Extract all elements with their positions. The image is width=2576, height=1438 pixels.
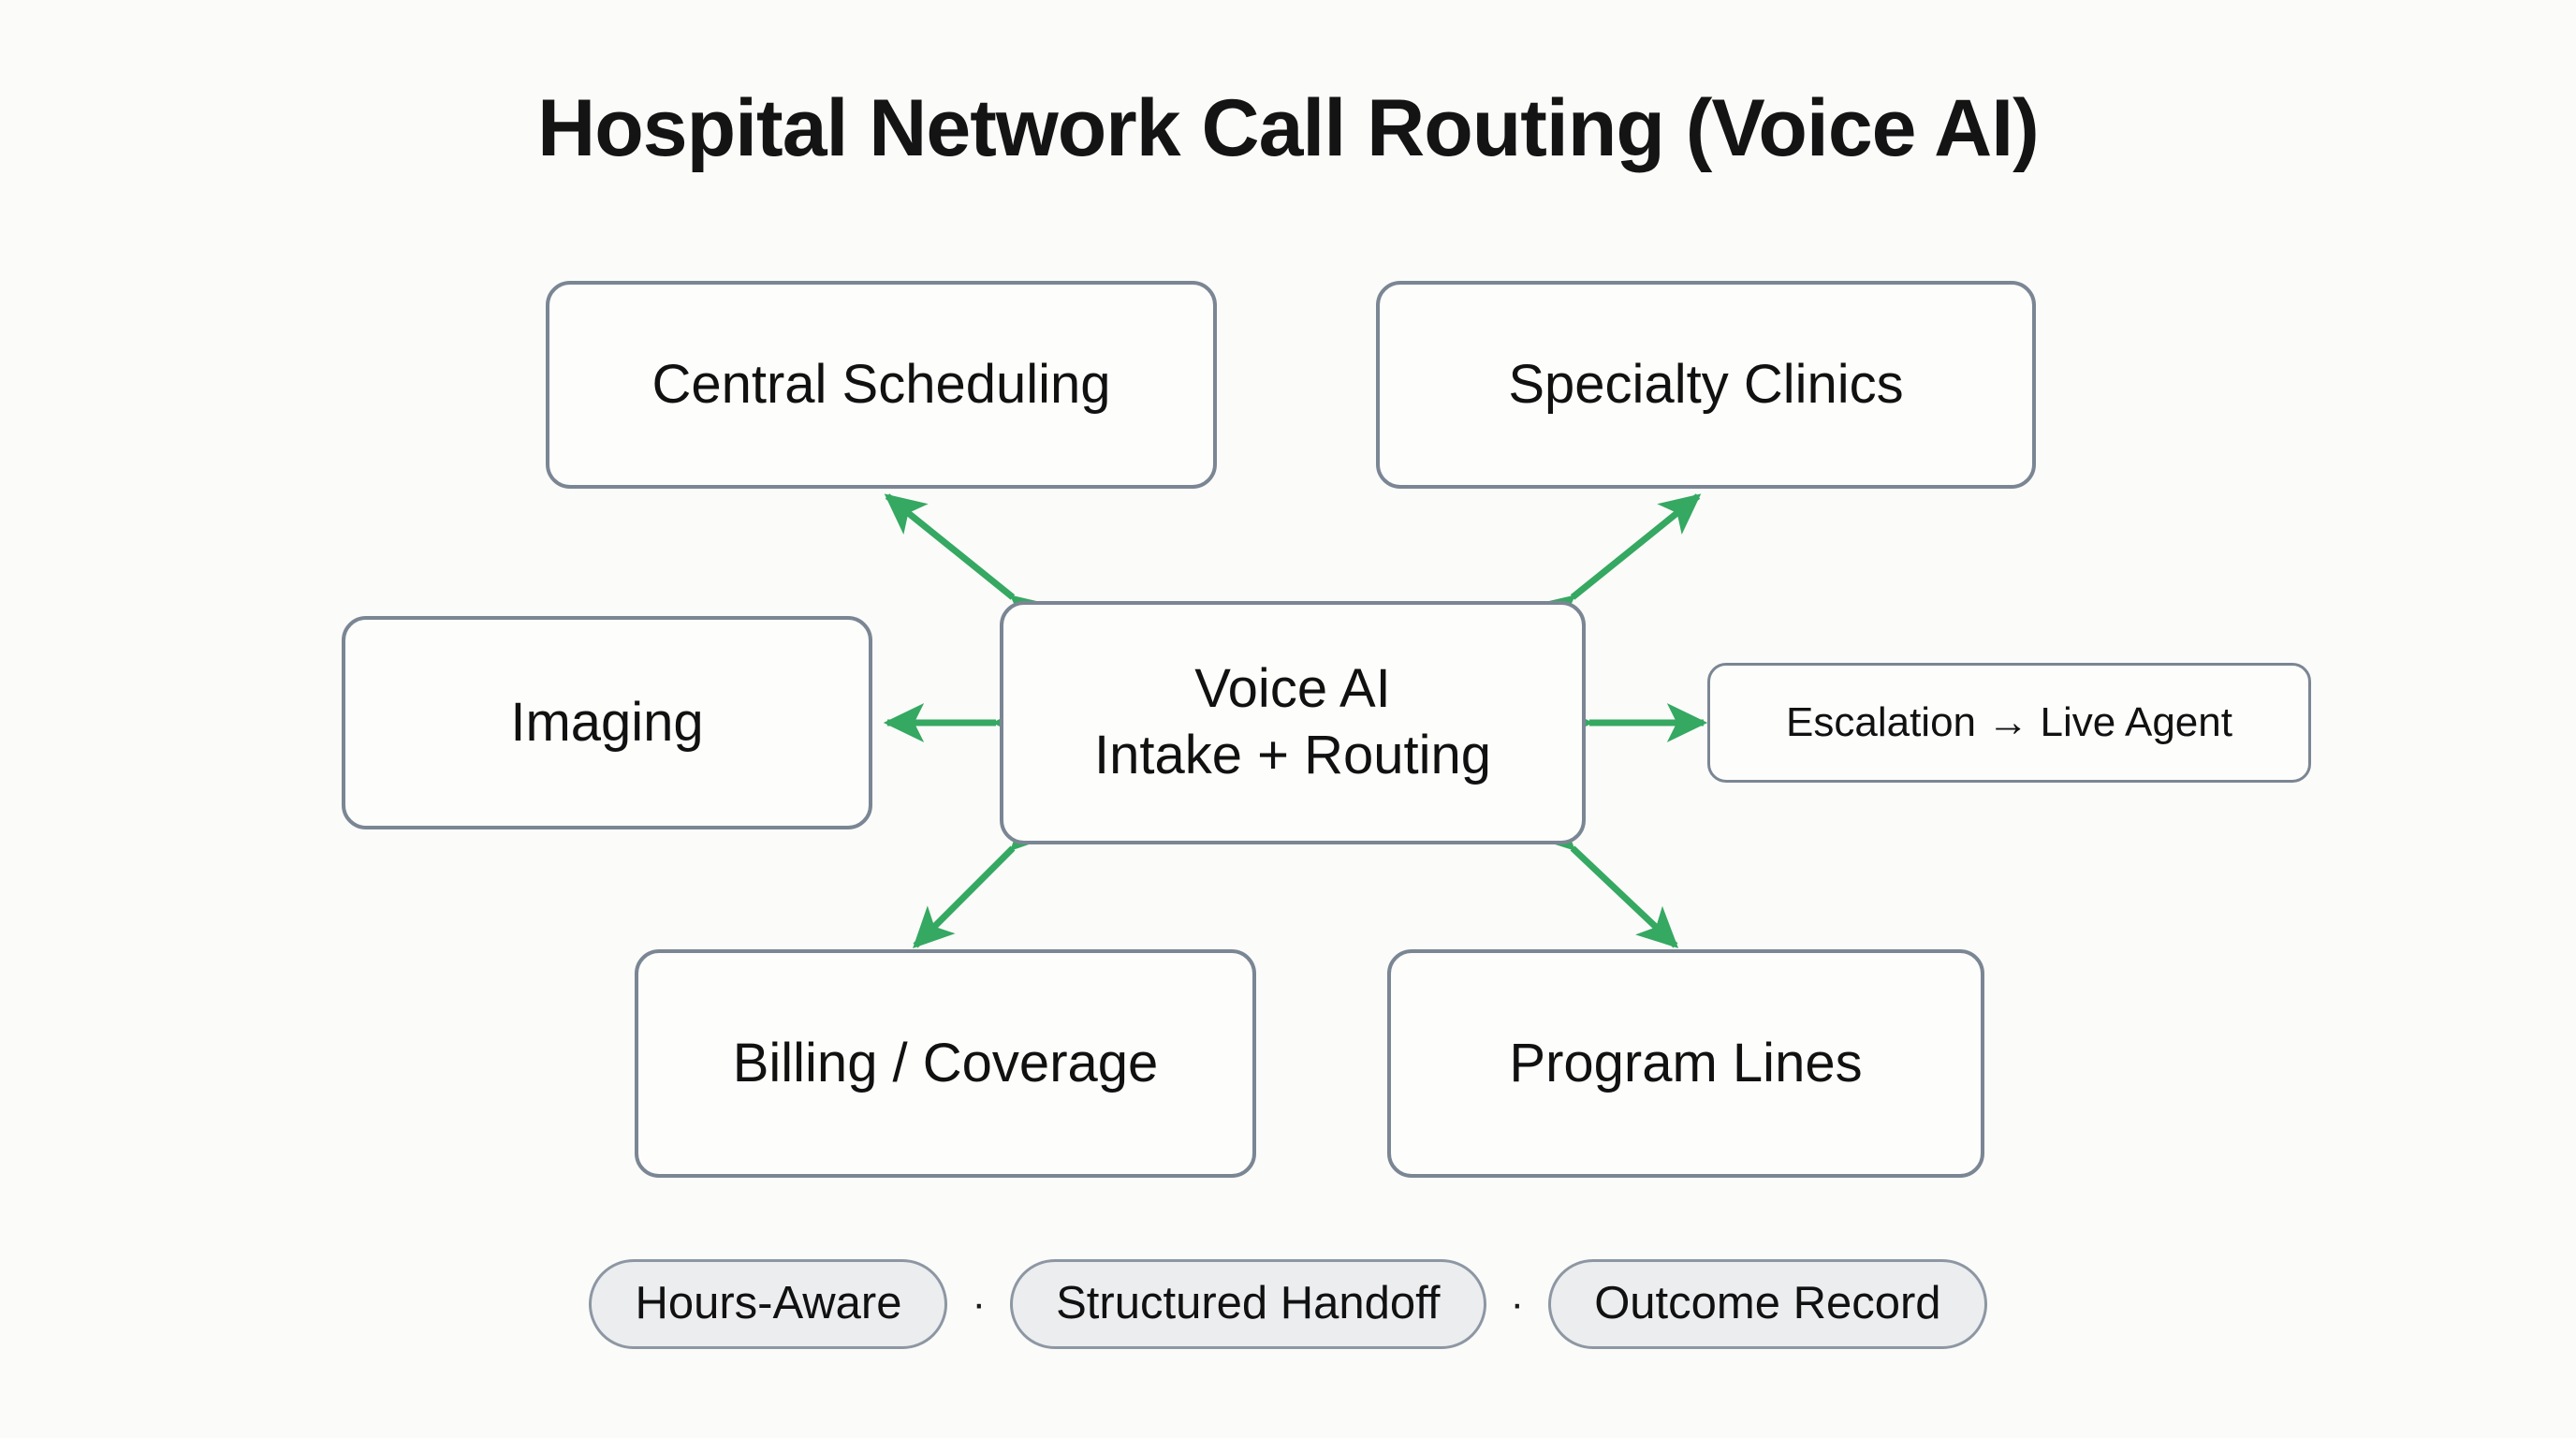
node-voice-ai-center[interactable]: Voice AI Intake + Routing bbox=[1000, 601, 1586, 844]
page-title: Hospital Network Call Routing (Voice AI) bbox=[537, 83, 2040, 173]
pill-outcome-record[interactable]: Outcome Record bbox=[1548, 1259, 1987, 1349]
edge-voice-ai-billing-coverage bbox=[913, 808, 1053, 948]
pill-outcome-record-label: Outcome Record bbox=[1594, 1278, 1941, 1328]
pill-hours-aware-label: Hours-Aware bbox=[635, 1278, 902, 1328]
edge-voice-ai-program-lines bbox=[1532, 808, 1679, 948]
pill-separator-2: · bbox=[1510, 1280, 1525, 1327]
pill-separator-1: · bbox=[972, 1280, 987, 1327]
node-escalation-live-agent[interactable]: Escalation → Live Agent bbox=[1707, 663, 2311, 783]
pill-structured-handoff-label: Structured Handoff bbox=[1056, 1278, 1441, 1328]
node-central-scheduling-label: Central Scheduling bbox=[651, 353, 1111, 415]
node-billing-coverage-label: Billing / Coverage bbox=[732, 1032, 1159, 1093]
node-specialty-clinics-label: Specialty Clinics bbox=[1508, 353, 1904, 415]
node-billing-coverage[interactable]: Billing / Coverage bbox=[635, 949, 1256, 1178]
node-escalation-live-agent-label: Escalation → Live Agent bbox=[1786, 699, 2232, 746]
pill-structured-handoff[interactable]: Structured Handoff bbox=[1010, 1259, 1486, 1349]
footer-pill-group: Hours-Aware · Structured Handoff · Outco… bbox=[0, 1259, 2576, 1349]
edge-voice-ai-specialty-clinics bbox=[1531, 493, 1702, 636]
node-central-scheduling[interactable]: Central Scheduling bbox=[546, 281, 1217, 489]
node-imaging[interactable]: Imaging bbox=[342, 616, 872, 829]
node-specialty-clinics[interactable]: Specialty Clinics bbox=[1376, 281, 2036, 489]
edge-voice-ai-central-scheduling bbox=[884, 493, 1054, 636]
pill-hours-aware[interactable]: Hours-Aware bbox=[589, 1259, 948, 1349]
node-imaging-label: Imaging bbox=[510, 691, 704, 753]
node-program-lines[interactable]: Program Lines bbox=[1387, 949, 1984, 1178]
node-voice-ai-label: Voice AI Intake + Routing bbox=[1093, 658, 1491, 785]
node-program-lines-label: Program Lines bbox=[1509, 1032, 1863, 1093]
